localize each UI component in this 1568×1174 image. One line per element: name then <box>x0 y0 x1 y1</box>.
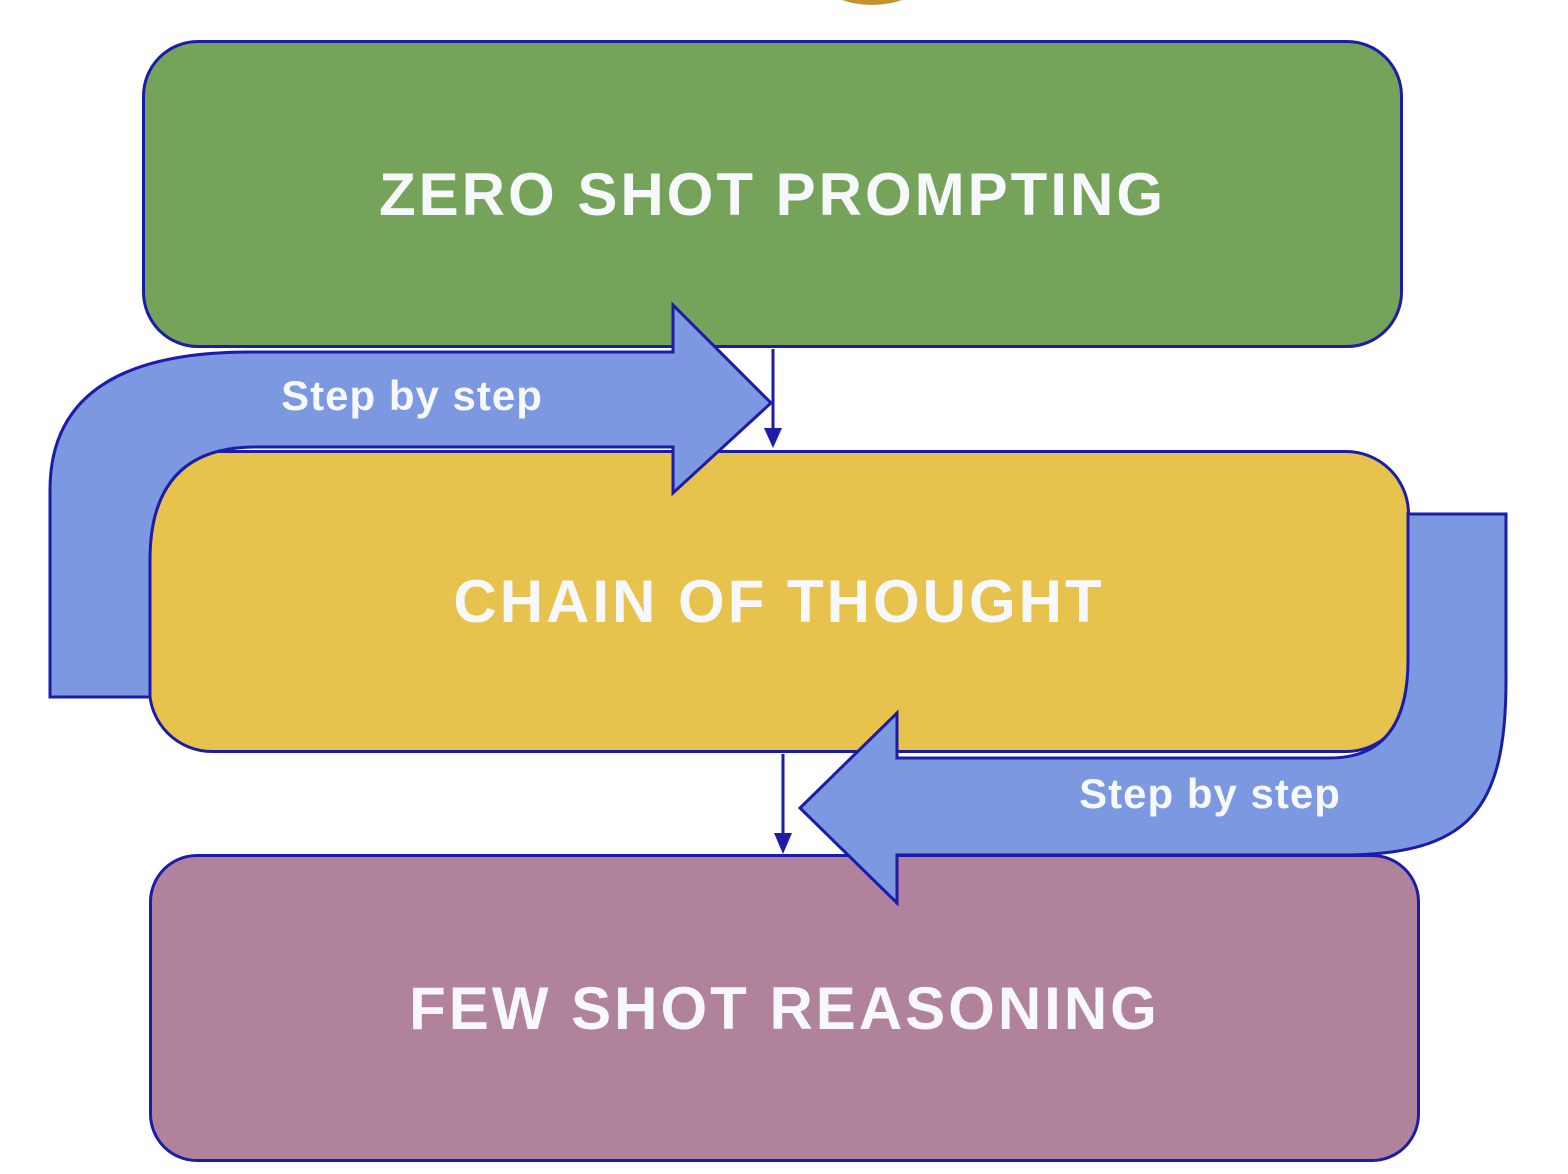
connector-yellow-to-purple-arrow <box>774 754 792 854</box>
box-chain-of-thought: CHAIN OF THOUGHT <box>148 450 1410 753</box>
box-few-shot-reasoning: FEW SHOT REASONING <box>149 854 1420 1162</box>
box-zero-shot-prompting: ZERO SHOT PROMPTING <box>142 40 1403 348</box>
gold-circle-icon <box>841 0 903 5</box>
right-arrow-step-label: Step by step <box>1079 770 1341 817</box>
box-chain-of-thought-label: CHAIN OF THOUGHT <box>453 568 1105 635</box>
box-zero-shot-prompting-label: ZERO SHOT PROMPTING <box>378 160 1167 228</box>
left-arrow-step-label: Step by step <box>281 372 543 419</box>
box-few-shot-reasoning-label: FEW SHOT REASONING <box>409 974 1160 1042</box>
connector-green-to-yellow-arrow <box>764 349 782 448</box>
